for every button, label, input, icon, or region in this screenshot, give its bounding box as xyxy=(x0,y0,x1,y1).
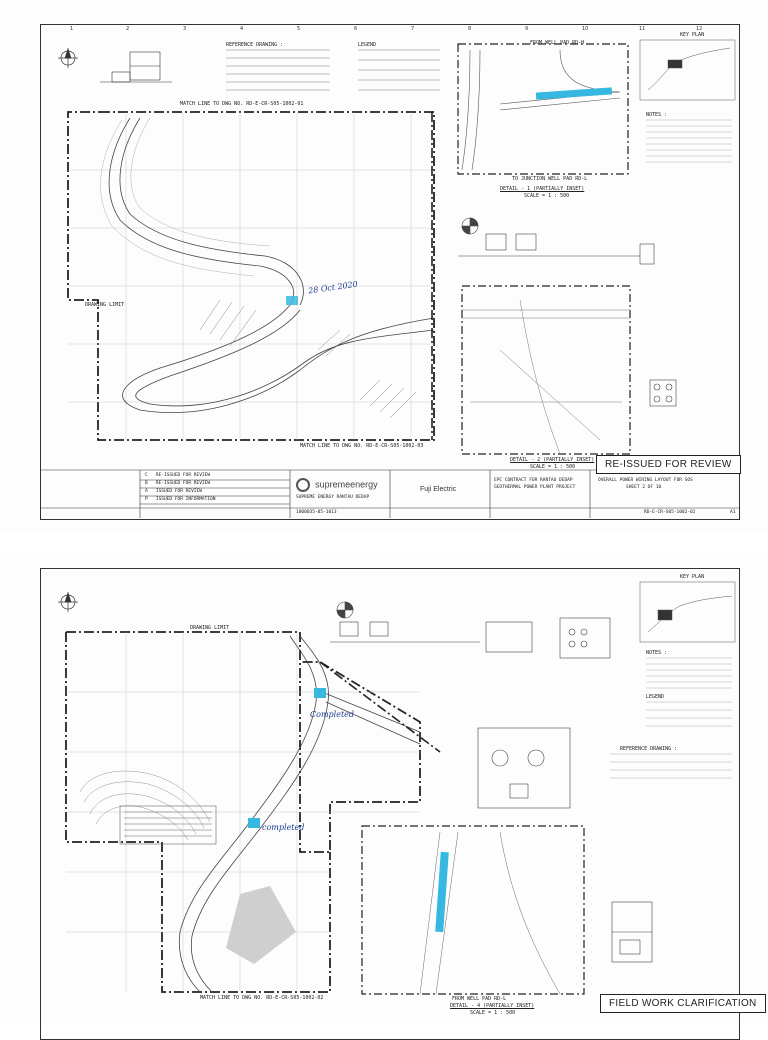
reference-title: REFERENCE DRAWING : xyxy=(226,42,284,48)
revision-row: C RE-ISSUED FOR REVIEW xyxy=(145,473,211,478)
grid-number: 3 xyxy=(183,26,187,32)
legend-title: LEGEND xyxy=(646,694,665,700)
grid-number: 12 xyxy=(696,26,703,32)
drawing-limit-label: DRAWING LIMIT xyxy=(85,302,125,308)
key-plan-title: KEY PLAN xyxy=(680,574,705,580)
match-line-bottom-label: MATCH LINE TO DWG NO. RD-E-CR-S05-1002-0… xyxy=(200,995,324,1001)
project-title-line-2: GEOTHERMAL POWER PLANT PROJECT xyxy=(494,485,576,490)
completed-section-highlight xyxy=(248,818,260,828)
key-plan-map xyxy=(639,39,736,101)
revision-row: P ISSUED FOR INFORMATION xyxy=(145,497,216,502)
grid-number: 4 xyxy=(240,26,244,32)
key-plan-title: KEY PLAN xyxy=(680,32,705,38)
handwritten-completed-note: completed xyxy=(262,823,305,832)
completed-section-highlight xyxy=(314,688,326,698)
drawing-sheet-1: 1 2 3 4 5 6 7 8 9 10 11 12 xyxy=(40,24,741,520)
drawing-title-line-2: SHEET 2 OF 10 xyxy=(626,485,662,490)
supremeenergy-logo-icon xyxy=(296,477,310,492)
sheet-border xyxy=(40,24,740,520)
legend-title: LEGEND xyxy=(358,42,377,48)
key-plan-map xyxy=(639,581,736,643)
grid-number: 1 xyxy=(70,26,74,32)
sheet-size: A1 xyxy=(730,510,736,515)
client-logo-block: supremeenergy SUPREME ENERGY RANTAU DEDA… xyxy=(296,474,386,500)
grid-number: 9 xyxy=(525,26,529,32)
drawing-title-line-1: OVERALL POWER WIRING LAYOUT FOR SOS xyxy=(598,478,693,483)
notes-title: NOTES : xyxy=(646,650,668,656)
detail-4-title: DETAIL - 4 (PARTIALLY INSET) xyxy=(450,1003,535,1009)
detail-2-title: DETAIL - 2 (PARTIALLY INSET) xyxy=(510,457,595,463)
plan-drawing-2 xyxy=(58,581,736,995)
cable-section-sketch xyxy=(100,51,172,83)
contour-lines xyxy=(79,770,211,841)
field-work-stamp: FIELD WORK CLARIFICATION xyxy=(600,994,766,1013)
from-well-pad-label: FROM WELL PAD RD-H xyxy=(530,40,585,46)
match-line-bottom-label: MATCH LINE TO DWG NO. RD-E-CR-S05-1002-0… xyxy=(300,443,424,449)
project-title-line-1: EPC CONTRACT FOR RANTAU DEDAP xyxy=(494,478,573,483)
detail-1-frame xyxy=(457,43,629,175)
drawing-limit-line xyxy=(65,631,421,993)
company-name: supremeenergy xyxy=(315,479,378,490)
grid-number: 7 xyxy=(411,26,415,32)
cable-route-highlight xyxy=(435,851,449,933)
drawing-limit-label: DRAWING LIMIT xyxy=(190,625,230,631)
drawing-limit-line xyxy=(67,111,435,441)
detail-2-frame xyxy=(461,285,631,455)
notes-title: NOTES : xyxy=(646,112,668,118)
grid-number: 10 xyxy=(582,26,589,32)
gray-fill-area xyxy=(226,886,296,964)
to-junction-label: TO JUNCTION WELL PAD RD-L xyxy=(512,176,588,182)
plan-drawing-1 xyxy=(40,39,740,518)
match-line-top-label: MATCH LINE TO DWG NO. RD-E-CR-S05-1002-0… xyxy=(180,101,304,107)
drawing-sheet-2: DRAWING LIMIT MATCH LINE TO DWG NO. RD-E… xyxy=(0,552,768,1040)
detail-1-title: DETAIL - 1 (PARTIALLY INSET) xyxy=(500,186,585,192)
grid-number: 8 xyxy=(468,26,472,32)
detail-1-scale: SCALE = 1 : 500 xyxy=(524,193,570,199)
grid-number: 6 xyxy=(354,26,358,32)
grid-number: 5 xyxy=(297,26,301,32)
detail-4-frame xyxy=(361,825,585,995)
contract-number: 1800035-05-1013 xyxy=(296,510,337,515)
grid-number: 2 xyxy=(126,26,130,32)
contractor-name: Fuji Electric xyxy=(420,486,457,493)
detail-4-scale: SCALE = 1 : 500 xyxy=(470,1010,516,1016)
from-well-pad-label: FROM WELL PAD RD-L xyxy=(452,996,507,1002)
north-arrow-icon xyxy=(58,591,78,612)
completed-section-highlight xyxy=(286,296,298,305)
grid-number: 11 xyxy=(639,26,646,32)
revision-row: B RE-ISSUED FOR REVIEW xyxy=(145,481,211,486)
reference-title: REFERENCE DRAWING : xyxy=(620,746,678,752)
section-details xyxy=(458,217,655,265)
company-subtitle: SUPREME ENERGY RANTAU DEDAP xyxy=(296,495,370,500)
detail-2-scale: SCALE = 1 : 500 xyxy=(530,464,576,470)
review-stamp: RE-ISSUED FOR REVIEW xyxy=(596,455,741,474)
north-arrow-icon xyxy=(58,47,78,68)
revision-row: A ISSUED FOR REVIEW xyxy=(145,489,202,494)
handwritten-completed-note: Completed xyxy=(310,710,355,719)
cable-route-highlight xyxy=(535,87,613,100)
drawing-number: RD-E-CR-S05-1002-02 xyxy=(644,510,696,515)
